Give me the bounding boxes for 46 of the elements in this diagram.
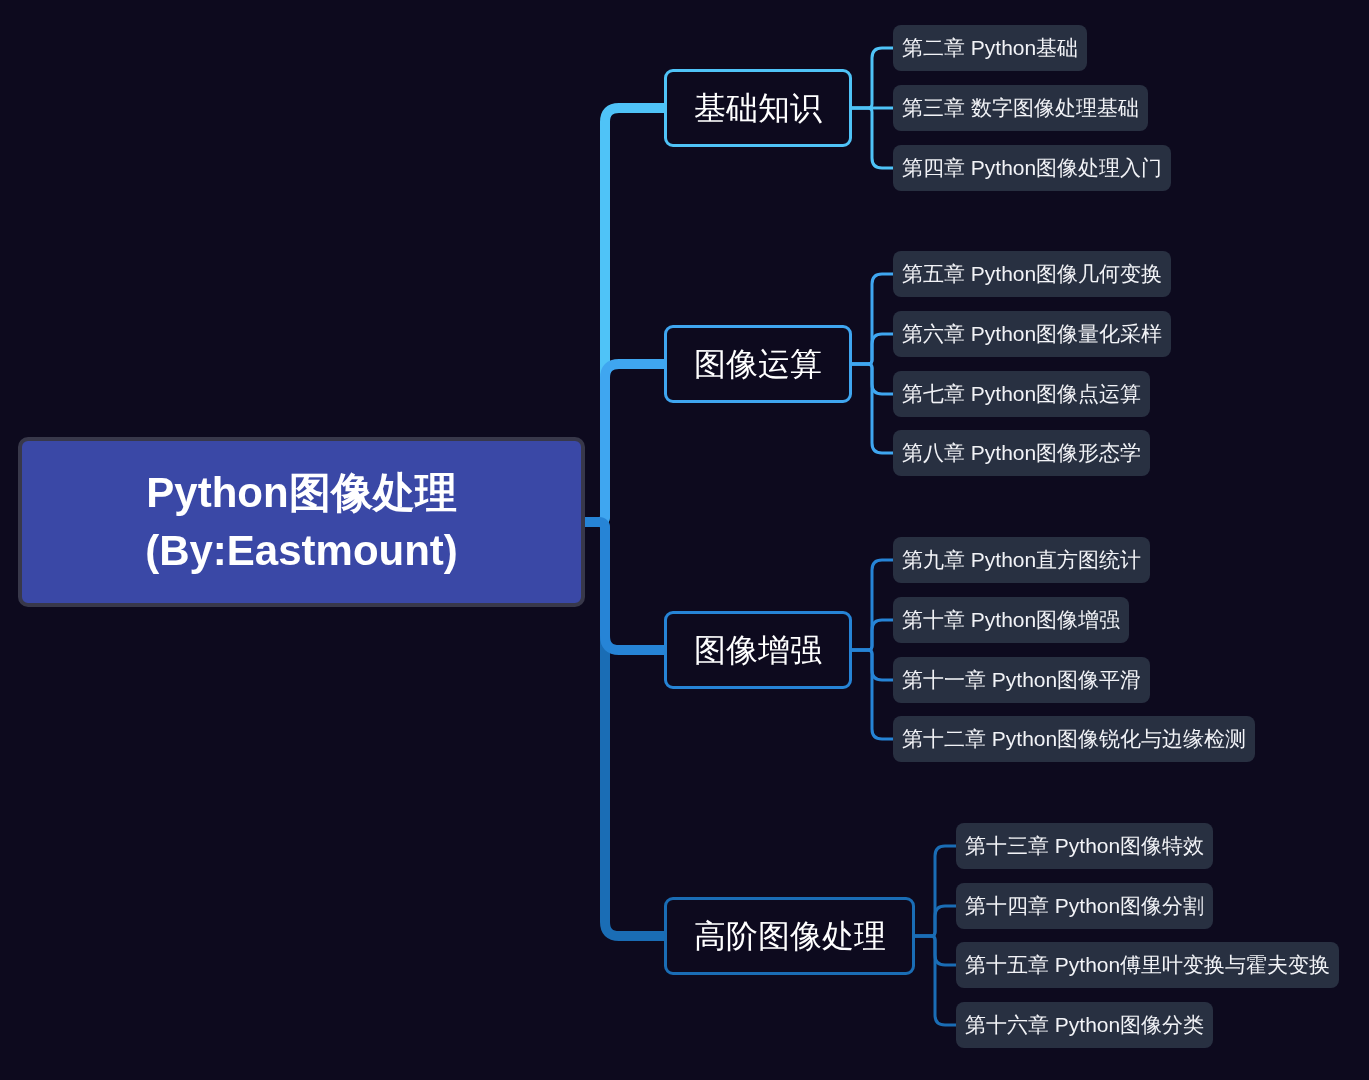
chapter-label: 第七章 Python图像点运算 [902, 381, 1142, 407]
chapter-label: 第十一章 Python图像平滑 [902, 667, 1142, 693]
branch-line [852, 106, 893, 110]
topic-label: 图像运算 [694, 344, 822, 384]
chapter-label: 第十六章 Python图像分类 [965, 1012, 1205, 1038]
chapter-box [893, 597, 1130, 643]
chapter-box [893, 657, 1151, 703]
chapter-label: 第六章 Python图像量化采样 [902, 321, 1163, 347]
trunk-line [585, 517, 664, 655]
subtitle-text: (By:Eastmount) [145, 526, 458, 576]
chapter-label: 第十二章 Python图像锐化与边缘检测 [902, 726, 1247, 752]
chapter-label: 第五章 Python图像几何变换 [902, 261, 1163, 287]
topic-label: 图像增强 [694, 630, 822, 670]
branch-line [852, 648, 893, 682]
chapter-label: 第十五章 Python傅里叶变换与霍夫变换 [965, 952, 1331, 978]
chapter-box [893, 145, 1172, 191]
topic-box [664, 611, 852, 689]
chapter-label: 第十章 Python图像增强 [902, 607, 1121, 633]
chapter-label: 第九章 Python直方图统计 [902, 547, 1142, 573]
topic-box [664, 69, 852, 147]
chapter-box [893, 311, 1172, 357]
chapter-label: 第三章 数字图像处理基础 [902, 95, 1139, 121]
chapter-box [893, 85, 1148, 131]
root-box [18, 437, 585, 607]
chapter-label: 第二章 Python基础 [902, 35, 1079, 61]
chapter-box [893, 251, 1172, 297]
topic-label: 基础知识 [694, 88, 822, 128]
chapter-label: 第十三章 Python图像特效 [965, 833, 1205, 859]
title-text: Python图像处理 [146, 467, 457, 518]
chapter-box [956, 823, 1214, 869]
topic-box [664, 897, 915, 975]
chapter-label: 第四章 Python图像处理入门 [902, 155, 1163, 181]
chapter-box [956, 942, 1340, 988]
topic-label: 高阶图像处理 [693, 916, 886, 956]
chapter-box [893, 430, 1151, 476]
branch-line [915, 934, 956, 967]
chapter-box [893, 25, 1088, 71]
chapter-box [956, 1002, 1214, 1048]
chapter-box [956, 883, 1214, 929]
chapter-box [893, 537, 1151, 583]
branch-line [852, 362, 893, 396]
chapter-label: 第八章 Python图像形态学 [902, 440, 1142, 466]
chapter-label: 第十四章 Python图像分割 [965, 893, 1205, 919]
chapter-box [893, 716, 1256, 762]
topic-box [664, 325, 852, 403]
chapter-box [893, 371, 1151, 417]
